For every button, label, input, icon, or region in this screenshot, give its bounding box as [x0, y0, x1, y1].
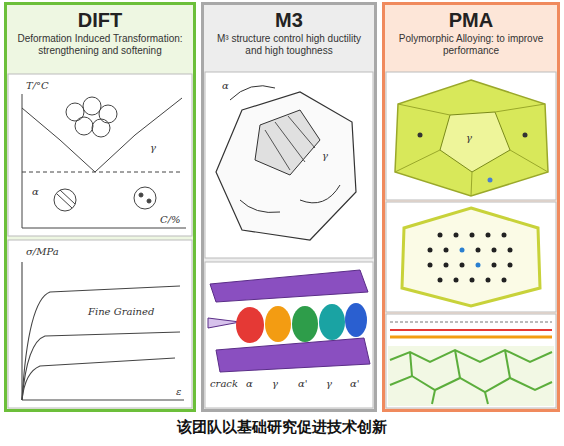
- network-sketch: [388, 322, 554, 406]
- panel-heading: M3: [204, 9, 374, 31]
- sketch-label: γ: [466, 132, 472, 143]
- sketch-label: γ: [322, 150, 328, 161]
- panel-box: PMAPolymorphic Alloying: to improve perf…: [382, 2, 560, 412]
- panel-heading: DIFT: [7, 9, 193, 31]
- panel-subtitle: Polymorphic Alloying: to improve perform…: [385, 31, 557, 56]
- panel-subtitle: M³ structure control high ductility and …: [204, 31, 374, 56]
- sketch-box: [205, 262, 373, 408]
- panel-subtitle: Deformation Induced Transformation: stre…: [7, 31, 193, 56]
- crack-sketch: [208, 270, 370, 372]
- panel-box: DIFTDeformation Induced Transformation: …: [4, 2, 196, 412]
- sketch-label: α': [350, 378, 360, 389]
- sketch-label: α: [246, 378, 253, 389]
- sketch-box: [8, 240, 192, 408]
- sketch-label: σ/MPa: [26, 246, 59, 257]
- sketch-label: T/°C: [26, 80, 49, 91]
- panel-ground: [4, 2, 196, 412]
- sketch-label: α': [298, 378, 308, 389]
- sketch-box: [386, 314, 556, 408]
- sketch-box: [205, 72, 373, 258]
- sketch-box: [386, 202, 556, 312]
- alloy-grain: [395, 80, 548, 196]
- sketch-label: ε: [176, 386, 181, 397]
- panel-ground: [201, 2, 377, 412]
- sketch-label: α: [222, 80, 229, 91]
- sketch-label: α: [32, 186, 39, 197]
- panel-box: M3M³ structure control high ductility an…: [201, 2, 377, 412]
- sketch-label: γ: [272, 378, 278, 389]
- sketch-label: crack: [210, 378, 238, 389]
- sketch-box: [8, 74, 192, 236]
- panel-heading: PMA: [385, 9, 557, 31]
- lattice-sketch: [402, 208, 540, 306]
- panel-ground: [382, 2, 560, 412]
- stress-strain-curves: [22, 262, 184, 400]
- sketch-box: [386, 72, 556, 200]
- sketch-label: Fine Grained: [88, 306, 154, 317]
- grain-sketch: [216, 86, 356, 240]
- sketch-label: γ: [326, 378, 332, 389]
- sketch-label: γ: [150, 142, 156, 153]
- figure-caption: 该团队以基础研究促进技术创新: [0, 418, 564, 437]
- sketch-label: C/%: [160, 214, 181, 225]
- phase-diagram: [22, 94, 186, 228]
